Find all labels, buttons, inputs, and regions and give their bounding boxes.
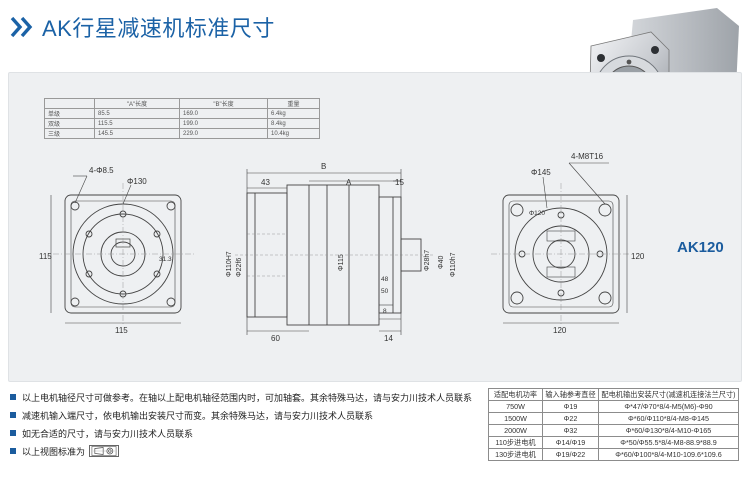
- side-110h7-label: Φ110H7: [226, 251, 233, 277]
- bullet-icon: [10, 430, 16, 436]
- side-48-label: 48: [381, 276, 389, 283]
- table-row: 2000W Φ32 Φ*60/Φ130*8/4-M10-Φ165: [488, 424, 739, 437]
- table-row: 双级 115.5 199.0 8.4kg: [44, 118, 320, 129]
- front-height-label: 115: [39, 252, 52, 261]
- side-15-label: 15: [395, 178, 404, 187]
- front-pcd-label: Φ130: [127, 177, 147, 186]
- table-row: 单级 85.5 169.0 6.4kg: [44, 108, 320, 119]
- side-50-label: 50: [381, 288, 389, 295]
- page-title: AK行星减速机标准尺寸: [42, 16, 275, 41]
- list-item: 以上电机轴径尺寸可做参考。在轴以上配电机轴径范围内时，可加轴套。其余特殊马达，请…: [10, 388, 480, 406]
- table-row: 130步进电机 Φ19/Φ22 Φ*60/Φ100*8/4-M10-109.6*…: [488, 448, 739, 461]
- bullet-icon: [10, 394, 16, 400]
- side-60-label: 60: [271, 334, 280, 343]
- back-angle-label: Φ120: [529, 210, 545, 217]
- side-22f6-label: Φ22f6: [236, 258, 243, 277]
- table-header-row: "A"长度 "B"长度 重量: [44, 98, 320, 109]
- table-row: 110步进电机 Φ14/Φ19 Φ*50/Φ55.5*8/4-M8-88.9*8…: [488, 436, 739, 449]
- side-14-label: 14: [384, 334, 393, 343]
- back-pcd-label: Φ145: [531, 168, 551, 177]
- side-43-label: 43: [261, 178, 270, 187]
- page-header: AK行星减速机标准尺寸: [10, 10, 275, 44]
- side-115-label: Φ115: [338, 254, 345, 271]
- list-item: 减速机输入端尺寸，依电机输出安装尺寸而变。其余特殊马达，请与安力川技术人员联系: [10, 406, 480, 424]
- back-width-label: 120: [553, 326, 567, 335]
- front-hole-label: 4-Φ8.5: [89, 166, 114, 175]
- side-b-label: B: [321, 162, 326, 171]
- front-d1-label: 31.3: [159, 256, 172, 263]
- front-width-label: 115: [115, 326, 128, 335]
- side-40-label: Φ40: [438, 256, 445, 269]
- bullet-icon: [10, 448, 16, 454]
- bullet-icon: [10, 412, 16, 418]
- table-row: 三级 145.5 229.0 10.4kg: [44, 128, 320, 139]
- side-110h7b-label: Φ110h7: [450, 252, 457, 277]
- back-height-label: 120: [631, 252, 645, 261]
- table-row: 750W Φ19 Φ*47/Φ70*8/4-M5(M6)-Φ90: [488, 400, 739, 413]
- side-28h7-label: Φ28h7: [424, 250, 431, 271]
- list-item: 如无合适的尺寸，请与安力川技术人员联系: [10, 424, 480, 442]
- back-hole-label: 4-M8T16: [571, 152, 604, 161]
- side-a-label: A: [346, 178, 352, 187]
- motor-spec-table: 适配电机功率 输入轴参考直径 配电机输出安装尺寸(减速机连接法兰尺寸) 750W…: [488, 388, 739, 461]
- dimension-drawing: 4-Φ8.5 Φ130 115 115 31.3 B A 43 15 60 48…: [39, 152, 645, 343]
- table-row: 1500W Φ22 Φ*60/Φ110*8/4-M8-Φ145: [488, 412, 739, 425]
- length-weight-table: "A"长度 "B"长度 重量 单级 85.5 169.0 6.4kg 双级 11…: [44, 98, 320, 139]
- side-8-label: 8: [383, 308, 387, 315]
- table-header-row: 适配电机功率 输入轴参考直径 配电机输出安装尺寸(减速机连接法兰尺寸): [488, 388, 739, 401]
- notes-list: 以上电机轴径尺寸可做参考。在轴以上配电机轴径范围内时，可加轴套。其余特殊马达，请…: [10, 388, 480, 460]
- list-item: 以上视图标准为: [10, 442, 480, 460]
- model-label: AK120: [677, 239, 724, 256]
- projection-symbol-icon: [89, 445, 120, 457]
- double-chevron-icon: [10, 16, 36, 38]
